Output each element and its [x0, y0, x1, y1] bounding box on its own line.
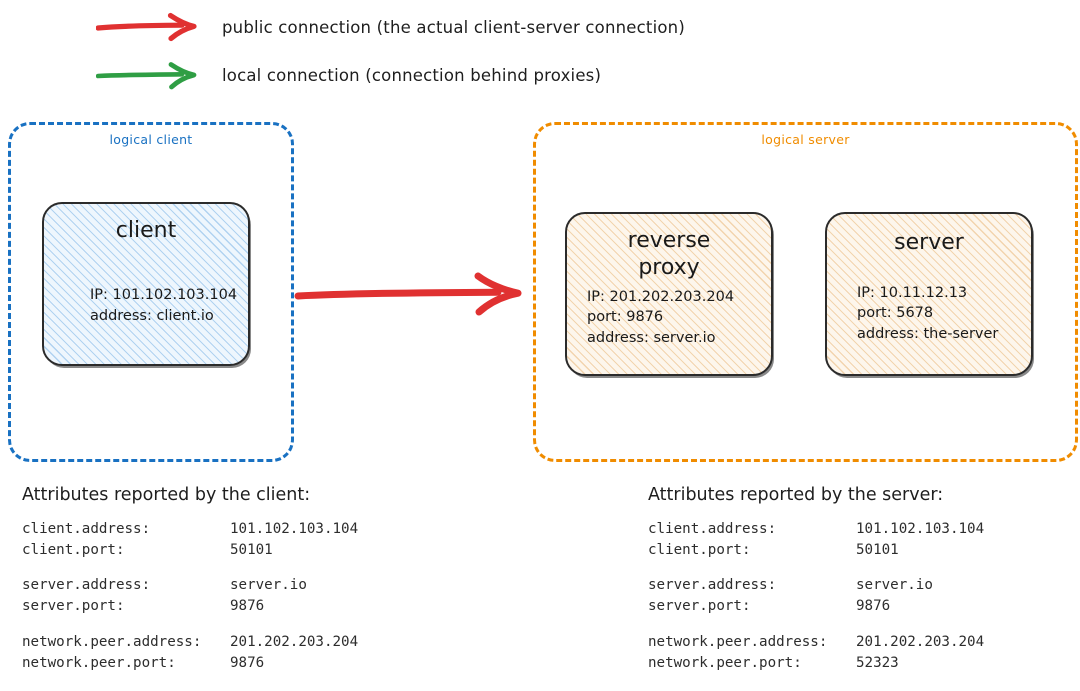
server-attributes-title: Attributes reported by the server:	[648, 485, 944, 505]
attribute-value: 9876	[856, 598, 891, 615]
node-reverse-proxy-details: IP: 201.202.203.204 port: 9876 address: …	[583, 287, 755, 348]
client-attributes-title: Attributes reported by the client:	[22, 485, 311, 505]
attribute-group: server.address: server.io server.port: 9876	[648, 575, 984, 616]
node-client-ip: IP: 101.102.103.104	[90, 287, 238, 304]
node-client-address: address: client.io	[90, 307, 214, 324]
attribute-key: client.port:	[648, 541, 751, 558]
node-client[interactable]: client IP: 101.102.103.104 address: clie…	[42, 202, 250, 366]
attribute-value: server.io	[856, 577, 933, 594]
attribute-value: 52323	[856, 654, 899, 671]
attribute-row: network.peer.port: 52323	[648, 653, 984, 674]
node-reverse-proxy-content: reverse proxy IP: 201.202.203.204 port: …	[567, 214, 771, 374]
attribute-row: client.port: 50101	[648, 540, 984, 561]
attribute-key: network.peer.port:	[648, 654, 802, 671]
node-server-ip: IP: 10.11.12.13	[857, 285, 968, 302]
attribute-row: server.port: 9876	[648, 596, 984, 617]
attribute-value: 101.102.103.104	[856, 521, 985, 537]
legend-label-public-connection: public connection (the actual client-ser…	[222, 17, 685, 37]
attribute-group: client.address: 101.102.103.104 client.por…	[648, 519, 984, 560]
attribute-value: 9876	[230, 598, 265, 615]
node-server-title: server	[894, 230, 964, 255]
node-reverse-proxy-ip: IP: 201.202.203.204	[587, 289, 735, 306]
node-server-address: address: the-server	[857, 325, 999, 342]
attribute-key: server.address:	[22, 577, 151, 594]
attribute-value: server.io	[230, 577, 307, 594]
node-client-details: IP: 101.102.103.104 address: client.io	[60, 285, 238, 326]
node-reverse-proxy-port: port: 9876	[587, 309, 664, 326]
attribute-group: server.address: server.io server.port: 9876	[22, 575, 358, 616]
attribute-key: server.address:	[648, 577, 777, 594]
arrow-right-red-icon	[96, 12, 197, 42]
node-server-port: port: 5678	[857, 305, 934, 322]
legend-item-public-connection: public connection (the actual client-ser…	[96, 10, 685, 44]
attribute-row: server.address: server.io	[22, 575, 358, 596]
logical-client-label: logical client	[109, 132, 193, 147]
attribute-row: network.peer.address: 201.202.203.204	[648, 632, 984, 653]
attribute-key: client.address:	[22, 521, 151, 537]
node-client-title: client	[115, 218, 177, 243]
attribute-key: server.port:	[22, 598, 125, 615]
attribute-key: client.address:	[648, 521, 777, 537]
attribute-key: network.peer.address:	[22, 633, 202, 650]
client-attributes-list: client.address: 101.102.103.104 client.por…	[22, 519, 358, 673]
attribute-row: client.address: 101.102.103.104	[22, 519, 358, 540]
attribute-row: network.peer.port: 9876	[22, 653, 358, 674]
node-reverse-proxy[interactable]: reverse proxy IP: 201.202.203.204 port: …	[565, 212, 773, 376]
legend-label-local-connection: local connection (connection behind prox…	[222, 65, 602, 85]
attribute-group: client.address: 101.102.103.104 client.por…	[22, 519, 358, 560]
server-attributes-list: client.address: 101.102.103.104 client.por…	[648, 519, 984, 673]
node-reverse-proxy-address: address: server.io	[587, 329, 716, 346]
attribute-value: 50101	[230, 541, 273, 558]
logical-client-group: logical client	[8, 122, 294, 462]
node-server-content: server IP: 10.11.12.13 port: 5678 addres…	[827, 214, 1031, 374]
attribute-value: 201.202.203.204	[856, 633, 985, 650]
server-attributes-panel: Attributes reported by the server: clien…	[648, 485, 984, 673]
logical-server-group: logical server	[533, 122, 1078, 462]
attribute-key: network.peer.port:	[22, 654, 176, 671]
attribute-value: 50101	[856, 541, 899, 558]
legend: public connection (the actual client-ser…	[0, 0, 1080, 100]
node-client-content: client IP: 101.102.103.104 address: clie…	[44, 204, 248, 364]
attribute-row: server.address: server.io	[648, 575, 984, 596]
logical-server-label: logical server	[761, 132, 850, 147]
attribute-value: 101.102.103.104	[230, 521, 359, 537]
attribute-value: 9876	[230, 654, 265, 671]
node-reverse-proxy-title: reverse proxy	[627, 228, 711, 280]
node-server-details: IP: 10.11.12.13 port: 5678 address: the-…	[843, 283, 1015, 344]
arrow-right-green-icon	[96, 62, 197, 90]
attribute-row: client.port: 50101	[22, 540, 358, 561]
legend-item-local-connection: local connection (connection behind prox…	[96, 58, 601, 92]
node-server[interactable]: server IP: 10.11.12.13 port: 5678 addres…	[825, 212, 1033, 376]
attribute-key: network.peer.address:	[648, 633, 828, 650]
attribute-row: network.peer.address: 201.202.203.204	[22, 632, 358, 653]
attribute-value: 201.202.203.204	[230, 633, 359, 650]
attribute-row: server.port: 9876	[22, 596, 358, 617]
attribute-key: client.port:	[22, 541, 125, 558]
client-attributes-panel: Attributes reported by the client: clien…	[22, 485, 358, 673]
public-connection-arrow	[294, 272, 522, 316]
attribute-row: client.address: 101.102.103.104	[648, 519, 984, 540]
attribute-key: server.port:	[648, 598, 751, 615]
